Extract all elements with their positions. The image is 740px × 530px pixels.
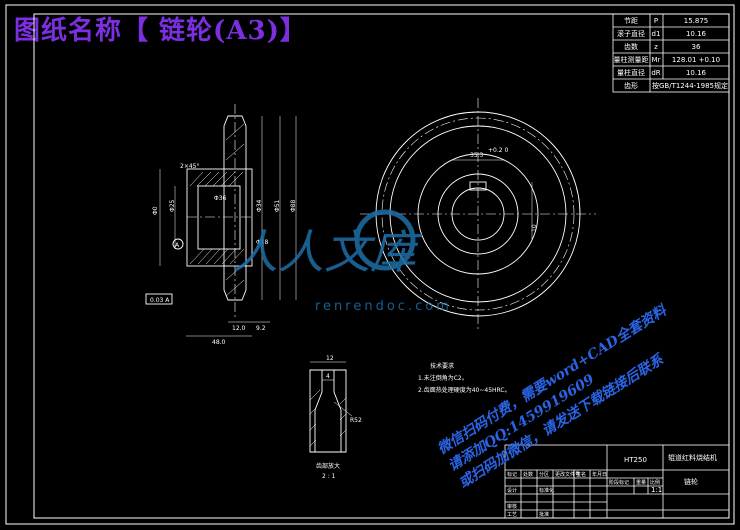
dim-rim-width: 12.0 — [232, 325, 246, 332]
dim-keyway-depth: 35.3 — [470, 152, 484, 159]
param-label-pin: 量柱直径 — [617, 68, 645, 77]
watermark-logo-text: 人人文库 — [232, 225, 423, 279]
tb-zone: 分区 — [539, 471, 549, 478]
param-label-pitch: 节距 — [624, 17, 638, 25]
param-value-roller: 10.16 — [686, 30, 707, 38]
dim-offset: 9.2 — [256, 325, 266, 332]
watermark-logo-url: renrendoc.com — [315, 299, 452, 314]
tech-req-item-1: 1.未注倒角为C2。 — [418, 374, 468, 382]
tb-part-name: 链轮 — [684, 477, 698, 486]
watermark-logo: 人人文库 renrendoc.com — [232, 209, 452, 314]
dim-bore-h7: Φ25 — [169, 199, 176, 212]
datum-a-label: A — [175, 242, 180, 249]
param-symbol-pitch: P — [654, 17, 658, 25]
tb-mark: 标记 — [507, 471, 517, 478]
drawing-title-banner: 图纸名称【 链轮(A3)】 — [14, 16, 307, 46]
tb-sign: 签名 — [576, 471, 586, 478]
param-label-roller: 滚子直径 — [617, 29, 645, 38]
param-value-measure: 128.01 +0.10 — [672, 56, 720, 64]
param-value-pin: 10.16 — [686, 69, 707, 77]
tb-scale-value: 1:1 — [651, 486, 662, 494]
dim-detail-radius: R52 — [350, 417, 362, 424]
tb-stage: 阶段标记 — [609, 479, 629, 486]
tb-company: 辊道红料烧结机 — [668, 453, 717, 462]
tb-scale-label: 比例 — [650, 479, 660, 486]
param-symbol-roller: d1 — [652, 30, 661, 38]
tb-change-doc: 更改文件号 — [555, 471, 580, 478]
dim-hub: Φ34 — [256, 199, 263, 212]
tb-weight: 重量 — [636, 479, 646, 486]
tb-count: 处数 — [523, 471, 533, 478]
drawing-frame — [5, 4, 735, 525]
tb-approve: 批准 — [539, 511, 549, 518]
dim-root: Φ51 — [274, 199, 281, 212]
tooth-detail-view — [309, 361, 353, 453]
tb-date: 年月日 — [592, 471, 607, 478]
dim-bore-outer: Φ0 — [152, 206, 159, 215]
section-view — [145, 104, 297, 337]
dim-keyway-width: 10 — [531, 224, 538, 232]
title-block — [504, 444, 730, 519]
detail-label: 齿部放大 — [316, 462, 340, 470]
param-label-profile: 齿形 — [624, 82, 638, 90]
tb-process: 工艺 — [507, 512, 517, 518]
param-label-teeth: 齿数 — [624, 42, 638, 51]
dim-hub-length: 48.0 — [212, 339, 226, 346]
tb-standard: 标准化 — [539, 487, 554, 494]
dim-inner-a: Φ36 — [214, 195, 227, 202]
detail-scale: 2 : 1 — [322, 473, 336, 480]
param-symbol-teeth: z — [654, 43, 658, 51]
param-label-measure: 量柱测量距 — [614, 55, 649, 64]
tb-review: 审核 — [507, 503, 517, 510]
tb-material: HT250 — [624, 456, 647, 464]
tech-req-title: 技术要求 — [430, 362, 454, 370]
parameter-table — [612, 13, 730, 93]
runout-callout: 0.03 A — [150, 297, 170, 304]
param-symbol-pin: dR — [651, 69, 660, 77]
param-value-teeth: 36 — [692, 43, 701, 51]
dim-keyway-tol: +0.2 0 — [488, 147, 508, 154]
dim-inner-b: Φ18 — [256, 239, 269, 246]
tb-design: 设计 — [507, 487, 517, 494]
callout-chamfer: 2×45° — [180, 163, 199, 170]
dim-tip: Φ88 — [290, 199, 297, 212]
param-symbol-measure: Mr — [652, 56, 661, 64]
dim-detail-width: 12 — [326, 355, 334, 362]
dim-detail-tip: 4 — [326, 373, 330, 380]
tech-req-item-2: 2.齿面热处理硬度为40~45HRC。 — [418, 386, 511, 394]
promo-watermark: 微信扫码付费，需要word+CAD全套资料 请添加QQ:1459919609 或… — [434, 301, 671, 492]
param-value-pitch: 15.875 — [684, 17, 709, 25]
param-value-profile: 按GB/T1244-1985规定 — [652, 81, 728, 90]
